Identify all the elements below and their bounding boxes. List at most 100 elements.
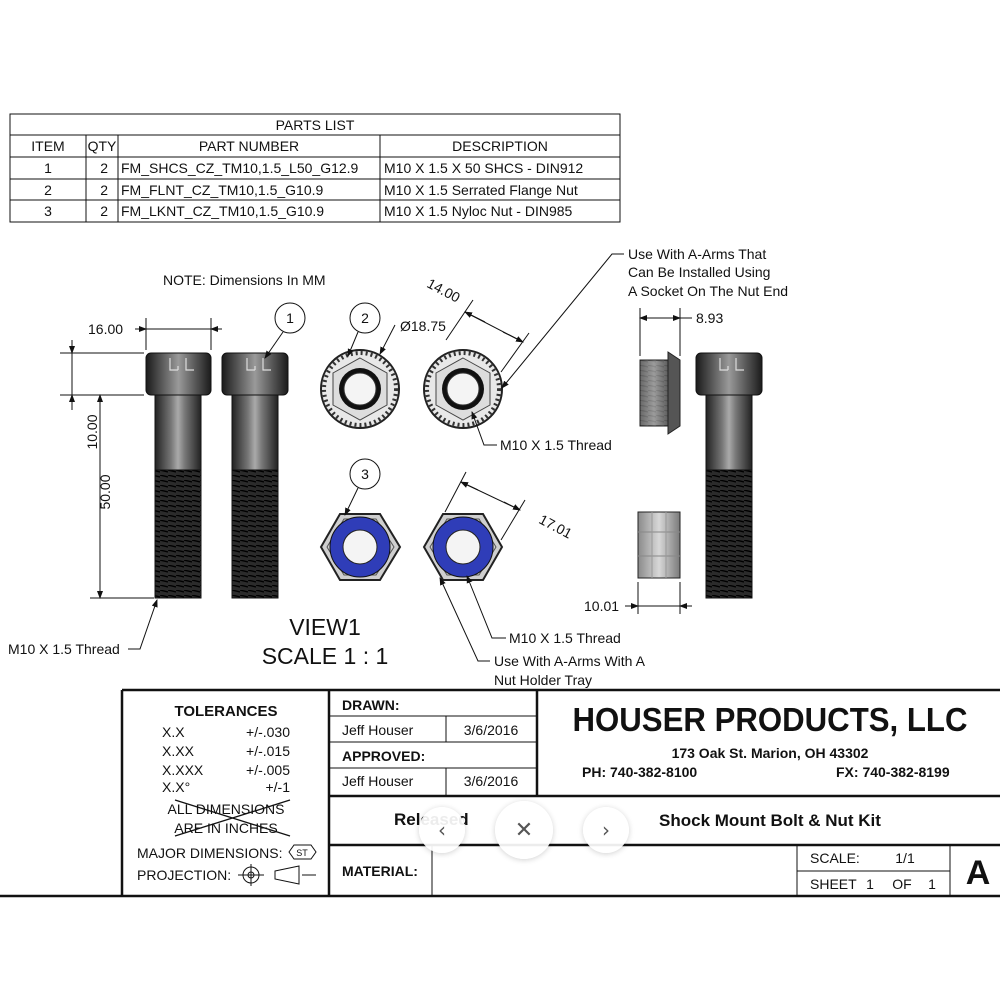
dim-flange-nut-flats-value: 14.00 bbox=[424, 275, 463, 306]
table-row: 2 2 FM_FLNT_CZ_TM10,1.5_G10.9 M10 X 1.5 … bbox=[44, 182, 578, 198]
balloon-3-label: 3 bbox=[361, 466, 369, 482]
bolt-front-view bbox=[221, 352, 289, 599]
bolt-side-view bbox=[695, 352, 763, 599]
callout-aarms-holder-line2: Nut Holder Tray bbox=[494, 672, 592, 688]
callout-aarms-socket-line2: Can Be Installed Using bbox=[628, 264, 770, 280]
tolerance-label: X.XX bbox=[162, 743, 195, 759]
scale-label: SCALE: bbox=[810, 850, 860, 866]
dim-flange-nut-height-value: 8.93 bbox=[696, 310, 723, 326]
cell-item: 1 bbox=[44, 160, 52, 176]
dim-head-width-value: 16.00 bbox=[88, 321, 123, 337]
dim-flange-diameter-value: Ø18.75 bbox=[400, 318, 446, 334]
close-viewer-button[interactable]: ✕ bbox=[495, 801, 553, 859]
flange-nut-top-view bbox=[320, 349, 400, 429]
callout-aarms-holder: Use With A-Arms With A Nut Holder Tray bbox=[439, 577, 646, 688]
balloon-2: 2 bbox=[347, 302, 381, 357]
chevron-right-icon: › bbox=[602, 818, 610, 842]
dim-nyloc-height-value: 10.01 bbox=[584, 598, 619, 614]
cell-part-number: FM_FLNT_CZ_TM10,1.5_G10.9 bbox=[121, 182, 324, 198]
col-header-qty: QTY bbox=[88, 138, 117, 154]
company-block: HOUSER PRODUCTS, LLC 173 Oak St. Marion,… bbox=[573, 701, 968, 780]
projection-label: PROJECTION: bbox=[137, 867, 231, 883]
view-label: VIEW1 bbox=[289, 614, 361, 640]
col-header-description: DESCRIPTION bbox=[452, 138, 548, 154]
col-header-item: ITEM bbox=[31, 138, 64, 154]
cell-part-number: FM_LKNT_CZ_TM10,1.5_G10.9 bbox=[121, 203, 324, 219]
tolerance-label: X.XXX bbox=[162, 762, 204, 778]
parts-list-table: PARTS LIST ITEM QTY PART NUMBER DESCRIPT… bbox=[9, 113, 621, 223]
units-note-line2: ARE IN INCHES bbox=[174, 820, 277, 836]
callout-aarms-socket-line3: A Socket On The Nut End bbox=[628, 283, 788, 299]
balloon-3: 3 bbox=[344, 458, 381, 516]
callout-thread-bolt-text: M10 X 1.5 Thread bbox=[8, 641, 120, 657]
nyloc-nut-side-view bbox=[637, 511, 681, 579]
dim-bolt-length-value: 50.00 bbox=[97, 474, 113, 509]
company-name: HOUSER PRODUCTS, LLC bbox=[573, 701, 968, 738]
nyloc-nut-top-view-dimensioned bbox=[422, 513, 504, 581]
tolerance-value: +/-.005 bbox=[246, 762, 290, 778]
callout-thread-nyloc-text: M10 X 1.5 Thread bbox=[509, 630, 621, 646]
next-image-button[interactable]: › bbox=[583, 807, 629, 853]
close-icon: ✕ bbox=[514, 817, 534, 843]
dim-flange-diameter: Ø18.75 bbox=[379, 318, 446, 355]
balloon-1: 1 bbox=[264, 302, 306, 359]
cell-qty: 2 bbox=[100, 182, 108, 198]
view-scale-label: SCALE 1 : 1 bbox=[262, 643, 389, 669]
standard-badge-icon bbox=[288, 844, 317, 860]
cell-description: M10 X 1.5 Serrated Flange Nut bbox=[384, 182, 578, 198]
tolerance-value: +/-1 bbox=[265, 779, 290, 795]
cell-item: 3 bbox=[44, 203, 52, 219]
approved-by: Jeff Houser bbox=[342, 773, 414, 789]
scale-value: 1/1 bbox=[895, 850, 915, 866]
callout-aarms-socket: Use With A-Arms That Can Be Installed Us… bbox=[501, 246, 788, 389]
callout-thread-bolt: M10 X 1.5 Thread bbox=[8, 599, 158, 657]
tolerance-value: +/-.015 bbox=[246, 743, 290, 759]
approved-label: APPROVED: bbox=[342, 748, 425, 764]
drawn-approved-block: DRAWN: Jeff Houser 3/6/2016 APPROVED: Je… bbox=[342, 697, 518, 789]
dim-bolt-length: 50.00 bbox=[90, 394, 154, 599]
cell-qty: 2 bbox=[100, 160, 108, 176]
sheet-number: 1 bbox=[866, 876, 874, 892]
sheet-total: 1 bbox=[928, 876, 936, 892]
flange-nut-top-view-dimensioned bbox=[423, 349, 503, 429]
dim-head-height: 10.00 bbox=[60, 340, 144, 450]
dim-flange-nut-height: 8.93 bbox=[639, 308, 723, 356]
bolt-front-view-dimensioned bbox=[145, 352, 212, 599]
title-block bbox=[0, 688, 1000, 898]
table-row: 3 2 FM_LKNT_CZ_TM10,1.5_G10.9 M10 X 1.5 … bbox=[44, 203, 572, 219]
col-header-part-number: PART NUMBER bbox=[199, 138, 299, 154]
dim-nyloc-flats-value: 17.01 bbox=[536, 511, 575, 542]
tolerance-label: X.X° bbox=[162, 779, 190, 795]
major-dimensions-label: MAJOR DIMENSIONS: bbox=[137, 845, 282, 861]
cell-item: 2 bbox=[44, 182, 52, 198]
cell-description: M10 X 1.5 X 50 SHCS - DIN912 bbox=[384, 160, 583, 176]
parts-list-title: PARTS LIST bbox=[276, 117, 355, 133]
company-phone: PH: 740-382-8100 bbox=[582, 764, 697, 780]
callout-thread-flange-text: M10 X 1.5 Thread bbox=[500, 437, 612, 453]
cell-description: M10 X 1.5 Nyloc Nut - DIN985 bbox=[384, 203, 573, 219]
cell-qty: 2 bbox=[100, 203, 108, 219]
material-label: MATERIAL: bbox=[342, 863, 418, 879]
balloon-2-label: 2 bbox=[361, 310, 369, 326]
table-row: 1 2 FM_SHCS_CZ_TM10,1.5_L50_G12.9 M10 X … bbox=[44, 160, 583, 176]
dim-nyloc-height: 10.01 bbox=[584, 582, 692, 614]
company-fax: FX: 740-382-8199 bbox=[836, 764, 950, 780]
sheet-of-label: OF bbox=[892, 876, 911, 892]
callout-aarms-holder-line1: Use With A-Arms With A bbox=[494, 653, 646, 669]
drawn-label: DRAWN: bbox=[342, 697, 400, 713]
scale-sheet-block: SCALE: 1/1 SHEET 1 OF 1 A bbox=[810, 850, 990, 892]
units-note-line1: ALL DIMENSIONS bbox=[168, 801, 285, 817]
chevron-left-icon: ‹ bbox=[438, 818, 446, 842]
dim-head-height-value: 10.00 bbox=[84, 414, 100, 449]
tolerances-block: TOLERANCES X.X +/-.030 X.XX +/-.015 X.XX… bbox=[137, 703, 317, 886]
flange-nut-side-view bbox=[639, 351, 681, 435]
callout-thread-nyloc: M10 X 1.5 Thread bbox=[466, 575, 621, 646]
previous-image-button[interactable]: ‹ bbox=[419, 807, 465, 853]
callout-aarms-socket-line1: Use With A-Arms That bbox=[628, 246, 766, 262]
company-address: 173 Oak St. Marion, OH 43302 bbox=[672, 745, 869, 761]
dimensions-note: NOTE: Dimensions In MM bbox=[163, 272, 326, 288]
tolerances-title: TOLERANCES bbox=[174, 703, 277, 720]
balloon-1-label: 1 bbox=[286, 310, 294, 326]
sheet-size: A bbox=[966, 854, 991, 892]
